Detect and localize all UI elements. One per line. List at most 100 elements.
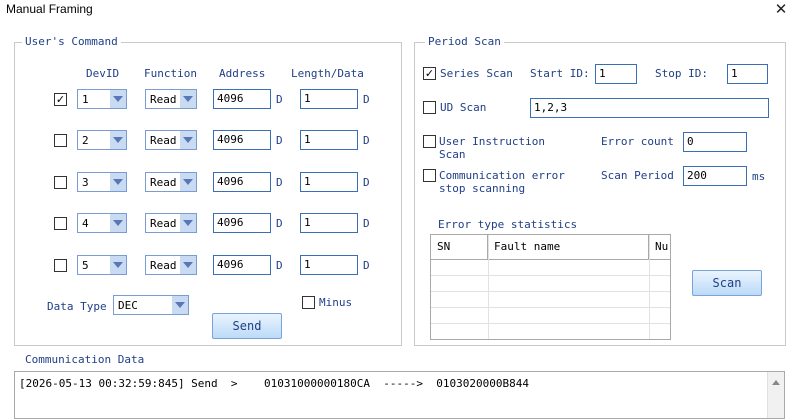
series-scan-label: Series Scan bbox=[440, 67, 513, 80]
user-instruction-scan-label-2: Scan bbox=[439, 148, 466, 161]
log-scrollbar[interactable] bbox=[767, 372, 784, 418]
row-5-length-unit: D bbox=[363, 259, 370, 272]
row-1-devid-select[interactable]: 1 bbox=[77, 89, 127, 109]
chevron-down-icon bbox=[110, 173, 126, 191]
row-5-devid-value: 5 bbox=[82, 259, 89, 272]
comm-error-stop-label-2: stop scanning bbox=[439, 182, 526, 195]
chevron-down-icon bbox=[180, 173, 196, 191]
row-4-function-value: Read bbox=[150, 217, 177, 230]
row-2-length-unit: D bbox=[363, 134, 370, 147]
start-id-input[interactable]: 1 bbox=[595, 64, 637, 84]
row-3-devid-select[interactable]: 3 bbox=[77, 172, 127, 192]
minus-label: Minus bbox=[319, 296, 353, 309]
ud-scan-checkbox[interactable] bbox=[423, 101, 436, 114]
communication-data-label: Communication Data bbox=[25, 353, 145, 366]
row-3-address-input[interactable]: 4096 bbox=[213, 172, 271, 192]
log-line: [2026-05-13 00:32:59:845] Send > 0103100… bbox=[19, 377, 529, 390]
communication-data-log[interactable]: [2026-05-13 00:32:59:845] Send > 0103100… bbox=[14, 371, 785, 419]
period-scan-group bbox=[414, 42, 786, 346]
row-5-address-input[interactable]: 4096 bbox=[213, 255, 271, 275]
row-4-checkbox[interactable] bbox=[54, 217, 67, 230]
header-function: Function bbox=[144, 67, 197, 80]
chevron-down-icon bbox=[180, 131, 196, 149]
minus-checkbox[interactable] bbox=[302, 296, 315, 309]
ud-scan-label: UD Scan bbox=[440, 101, 487, 114]
row-2-function-select[interactable]: Read bbox=[145, 130, 197, 150]
chevron-down-icon bbox=[180, 90, 196, 108]
row-2-devid-select[interactable]: 2 bbox=[77, 130, 127, 150]
header-devid: DevID bbox=[86, 67, 120, 80]
row-4-address-unit: D bbox=[276, 217, 283, 230]
scan-period-unit: ms bbox=[752, 170, 766, 183]
row-5-length-input[interactable]: 1 bbox=[300, 255, 358, 275]
row-4-length-unit: D bbox=[363, 217, 370, 230]
row-1-function-select[interactable]: Read bbox=[145, 89, 197, 109]
error-count-label: Error count bbox=[601, 135, 674, 148]
close-icon[interactable]: ✕ bbox=[774, 0, 788, 18]
comm-error-stop-checkbox[interactable] bbox=[423, 169, 436, 182]
row-5-function-select[interactable]: Read bbox=[145, 255, 197, 275]
send-button[interactable]: Send bbox=[212, 313, 282, 339]
row-1-address-unit: D bbox=[276, 93, 283, 106]
data-type-label: Data Type bbox=[47, 300, 107, 313]
row-1-length-input[interactable]: 1 bbox=[300, 89, 358, 109]
user-instruction-scan-checkbox[interactable] bbox=[423, 135, 436, 148]
chevron-down-icon bbox=[110, 90, 126, 108]
row-3-function-value: Read bbox=[150, 176, 177, 189]
error-stats-label: Error type statistics bbox=[438, 218, 578, 231]
row-2-length-input[interactable]: 1 bbox=[300, 130, 358, 150]
row-5-address-unit: D bbox=[276, 259, 283, 272]
ud-scan-input[interactable]: 1,2,3 bbox=[530, 98, 769, 118]
stop-id-label: Stop ID: bbox=[655, 67, 708, 80]
row-3-devid-value: 3 bbox=[82, 176, 89, 189]
row-1-checkbox[interactable]: ✓ bbox=[54, 93, 67, 106]
header-address: Address bbox=[219, 67, 266, 80]
row-4-address-input[interactable]: 4096 bbox=[213, 213, 271, 233]
chevron-down-icon bbox=[110, 256, 126, 274]
row-2-checkbox[interactable] bbox=[54, 134, 67, 147]
column-header-sn[interactable]: SN bbox=[431, 235, 488, 259]
scroll-up-icon[interactable] bbox=[772, 380, 780, 385]
row-2-function-value: Read bbox=[150, 134, 177, 147]
start-id-label: Start ID: bbox=[530, 67, 590, 80]
series-scan-checkbox[interactable]: ✓ bbox=[423, 67, 436, 80]
error-stats-table[interactable]: SN Fault name Nu bbox=[430, 234, 671, 340]
period-scan-label: Period Scan bbox=[425, 35, 504, 48]
row-2-address-unit: D bbox=[276, 134, 283, 147]
row-1-function-value: Read bbox=[150, 93, 177, 106]
data-type-select[interactable]: DEC bbox=[113, 295, 189, 315]
data-type-value: DEC bbox=[118, 299, 138, 312]
scan-period-input[interactable]: 200 bbox=[683, 166, 747, 186]
header-length: Length/Data bbox=[291, 67, 364, 80]
row-4-devid-value: 4 bbox=[82, 217, 89, 230]
row-3-length-unit: D bbox=[363, 176, 370, 189]
column-header-fault-name[interactable]: Fault name bbox=[488, 235, 649, 259]
column-header-number[interactable]: Nu bbox=[655, 240, 669, 253]
scan-button[interactable]: Scan bbox=[692, 270, 762, 296]
users-command-group bbox=[14, 42, 402, 346]
user-instruction-scan-label-1: User Instruction bbox=[439, 135, 545, 148]
row-1-length-unit: D bbox=[363, 93, 370, 106]
comm-error-stop-label-1: Communication error bbox=[439, 169, 565, 182]
row-4-function-select[interactable]: Read bbox=[145, 213, 197, 233]
stop-id-input[interactable]: 1 bbox=[727, 64, 768, 84]
row-5-devid-select[interactable]: 5 bbox=[77, 255, 127, 275]
users-command-label: User's Command bbox=[22, 35, 121, 48]
row-3-checkbox[interactable] bbox=[54, 176, 67, 189]
chevron-down-icon bbox=[180, 214, 196, 232]
scan-period-label: Scan Period bbox=[601, 169, 674, 182]
row-4-length-input[interactable]: 1 bbox=[300, 213, 358, 233]
row-3-address-unit: D bbox=[276, 176, 283, 189]
error-count-input[interactable]: 0 bbox=[683, 132, 747, 152]
chevron-down-icon bbox=[110, 131, 126, 149]
window-title: Manual Framing bbox=[6, 2, 93, 16]
row-2-address-input[interactable]: 4096 bbox=[213, 130, 271, 150]
row-1-address-input[interactable]: 4096 bbox=[213, 89, 271, 109]
chevron-down-icon bbox=[110, 214, 126, 232]
row-5-checkbox[interactable] bbox=[54, 259, 67, 272]
row-3-function-select[interactable]: Read bbox=[145, 172, 197, 192]
chevron-down-icon bbox=[172, 296, 188, 314]
row-3-length-input[interactable]: 1 bbox=[300, 172, 358, 192]
row-4-devid-select[interactable]: 4 bbox=[77, 213, 127, 233]
row-1-devid-value: 1 bbox=[82, 93, 89, 106]
